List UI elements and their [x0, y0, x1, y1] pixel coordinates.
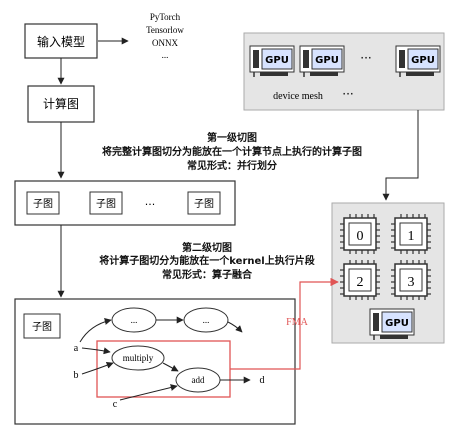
subgraph-3: 子图 — [187, 191, 221, 215]
fusion-subgraph-label: 子图 — [32, 321, 52, 333]
edge-c-to-add — [119, 384, 178, 401]
output-d: d — [260, 375, 265, 386]
edge-a-to-multiply — [81, 347, 111, 355]
device-mesh-ellipsis: ··· — [342, 87, 353, 101]
fma-connector — [230, 277, 339, 370]
level1-annotation: 第一级切图 将完整计算图切分为能放在一个计算节点上执行的计算子图 常见形式：并行… — [102, 131, 362, 172]
gpu-card-2: GPU — [299, 45, 345, 78]
gpu-card-3-label: GPU — [411, 55, 435, 66]
core-3: 3 — [390, 259, 432, 301]
level2-annotation: 第二级切图 将计算子图切分为能放在一个kernel上执行片段 常见形式：算子融合 — [99, 241, 314, 281]
chip-panel: 0 1 2 3 GPU — [331, 202, 445, 344]
input-b: b — [74, 370, 79, 381]
subgraph-3-label: 子图 — [194, 198, 214, 210]
compute-graph-box: 计算图 — [27, 85, 95, 123]
fusion-subgraph-tag: 子图 — [23, 313, 61, 339]
framework-pytorch: PyTorch — [150, 12, 181, 22]
fma-label: FMA — [286, 317, 308, 328]
framework-ellipsis: ... — [162, 50, 169, 60]
level2-title: 第二级切图 — [182, 241, 232, 254]
node-add-label: add — [192, 375, 205, 385]
core-2-label: 2 — [357, 275, 364, 290]
gpu-card-1-label: GPU — [265, 55, 289, 66]
level1-description: 将完整计算图切分为能放在一个计算节点上执行的计算子图 — [102, 145, 362, 158]
core-1-label: 1 — [408, 229, 415, 244]
core-0-label: 0 — [357, 229, 364, 244]
compute-graph-label: 计算图 — [43, 96, 79, 111]
gpu-card-3: GPU — [395, 45, 441, 78]
subgraph-1-label: 子图 — [33, 198, 53, 210]
chip-panel-gpu-label: GPU — [385, 318, 409, 329]
node-multiply-label: multiply — [123, 353, 154, 363]
input-model-box: 输入模型 — [24, 23, 98, 59]
level2-form: 常见形式：算子融合 — [162, 268, 253, 281]
framework-list: PyTorch Tensorlow ONNX ... — [146, 12, 184, 60]
core-0: 0 — [339, 213, 381, 255]
gpu-card-2-label: GPU — [315, 55, 339, 66]
gpu-ellipsis: ··· — [360, 51, 371, 65]
edge-b-to-multiply — [81, 361, 114, 375]
node-top-right — [183, 307, 229, 333]
node-top-left-label: ... — [131, 315, 138, 325]
gpu-card-1: GPU — [249, 45, 295, 78]
device-mesh-label: device mesh — [273, 91, 323, 102]
level2-description: 将计算子图切分为能放在一个kernel上执行片段 — [99, 254, 314, 267]
core-3-label: 3 — [408, 275, 415, 290]
core-1: 1 — [390, 213, 432, 255]
device-mesh-panel: GPU GPU ··· GPU device mesh ··· — [243, 32, 445, 111]
input-model-label: 输入模型 — [37, 34, 85, 49]
edge-top-right-out — [227, 321, 243, 333]
level1-form: 常见形式：并行划分 — [187, 159, 277, 172]
core-2: 2 — [339, 259, 381, 301]
chip-panel-gpu-card: GPU — [369, 308, 415, 341]
subgraph-row: 子图 子图 ... 子图 — [14, 180, 236, 226]
level1-title: 第一级切图 — [207, 131, 257, 144]
node-top-right-label: ... — [203, 315, 210, 325]
arrow-mesh-to-chips — [382, 110, 419, 201]
subgraph-2: 子图 — [89, 191, 123, 215]
input-c: c — [113, 399, 118, 410]
framework-tensorflow: Tensorlow — [146, 25, 184, 35]
edge-multiply-to-add — [162, 362, 179, 372]
subgraph-2-label: 子图 — [96, 198, 116, 210]
subgraph-ellipsis: ... — [145, 195, 156, 208]
framework-onnx: ONNX — [152, 38, 178, 48]
node-multiply — [111, 345, 165, 371]
subgraph-1: 子图 — [26, 191, 60, 215]
edge-into-top-left — [79, 318, 112, 343]
input-a: a — [74, 343, 79, 354]
fusion-container: 子图 ... ... multiply add a b c d — [14, 298, 296, 425]
